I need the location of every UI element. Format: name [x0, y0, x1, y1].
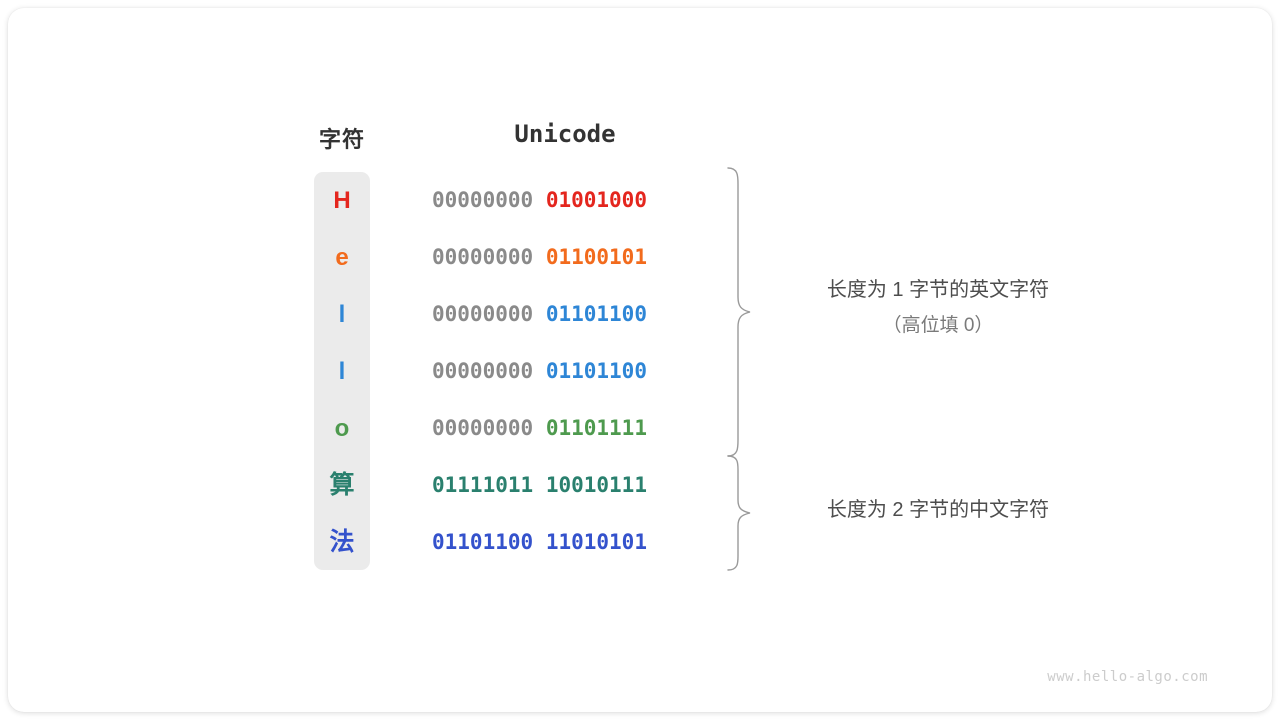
row-character: l	[338, 301, 346, 328]
row-unicode-binary: 00000000 01101100	[432, 286, 698, 343]
table-row: H 00000000 01001000	[8, 172, 1272, 229]
row-unicode-binary: 01111011 10010111	[432, 457, 698, 514]
column-header-unicode: Unicode	[514, 120, 616, 148]
row-character: 算	[329, 471, 355, 499]
row-low-byte: 01101100	[545, 359, 647, 383]
row-unicode-binary: 00000000 01101111	[432, 400, 698, 457]
column-header-character: 字符	[318, 127, 365, 152]
row-character: H	[333, 187, 351, 214]
table-row: 法 01101100 11010101	[8, 514, 1272, 571]
annotation-one-byte: 长度为 1 字节的英文字符 （高位填 0）	[768, 272, 1108, 344]
annotation-two-byte-main: 长度为 2 字节的中文字符	[826, 499, 1050, 521]
annotation-two-byte: 长度为 2 字节的中文字符	[768, 492, 1108, 528]
row-unicode-binary: 00000000 01001000	[432, 172, 698, 229]
table-row: l 00000000 01101100	[8, 286, 1272, 343]
brace-one-byte-icon	[727, 167, 751, 457]
row-low-byte: 11010101	[545, 530, 647, 554]
row-high-byte: 00000000	[432, 416, 534, 440]
diagram-card: 字符 Unicode H 00000000 01001000 e 00000000 0…	[8, 8, 1272, 712]
table-row: 算 01111011 10010111	[8, 457, 1272, 514]
row-character: e	[335, 244, 349, 271]
row-high-byte: 00000000	[432, 302, 534, 326]
row-low-byte: 01100101	[545, 245, 647, 269]
row-character: 法	[329, 528, 355, 556]
row-high-byte: 01111011	[432, 473, 534, 497]
row-low-byte: 01101100	[545, 302, 647, 326]
row-high-byte: 00000000	[432, 359, 534, 383]
row-unicode-binary: 00000000 01100101	[432, 229, 698, 286]
character-highlight-column	[314, 172, 370, 570]
row-low-byte: 10010111	[545, 473, 647, 497]
table-row: l 00000000 01101100	[8, 343, 1272, 400]
table-row: e 00000000 01100101	[8, 229, 1272, 286]
annotation-one-byte-main: 长度为 1 字节的英文字符	[826, 279, 1050, 301]
row-high-byte: 00000000	[432, 245, 534, 269]
row-low-byte: 01101111	[545, 416, 647, 440]
row-high-byte: 00000000	[432, 188, 534, 212]
row-unicode-binary: 01101100 11010101	[432, 514, 698, 571]
row-low-byte: 01001000	[545, 188, 647, 212]
row-high-byte: 01101100	[432, 530, 534, 554]
brace-two-byte-icon	[727, 455, 751, 571]
row-unicode-binary: 00000000 01101100	[432, 343, 698, 400]
table-row: o 00000000 01101111	[8, 400, 1272, 457]
row-character: o	[334, 415, 350, 442]
watermark: www.hello-algo.com	[1047, 669, 1208, 685]
annotation-one-byte-sub: （高位填 0）	[882, 315, 994, 336]
row-character: l	[338, 358, 346, 385]
